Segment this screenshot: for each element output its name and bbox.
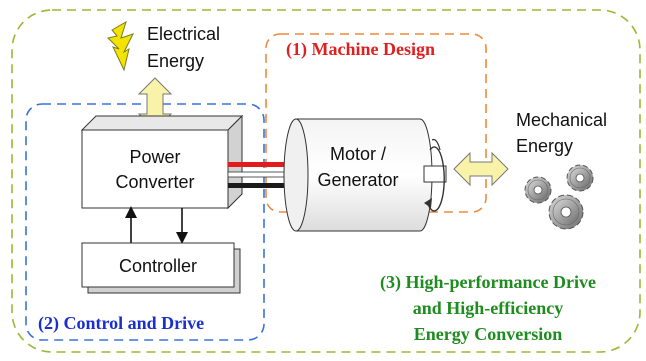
power-converter-label-line1: Power bbox=[129, 147, 180, 167]
high-performance-title-line2: and High-efficiency bbox=[413, 298, 564, 318]
motor-generator-label-line2: Generator bbox=[317, 170, 398, 190]
gears-icon bbox=[524, 164, 594, 230]
mechanical-energy-label-line2: Energy bbox=[516, 136, 573, 156]
rotation-arrow-icon bbox=[424, 138, 445, 212]
control-drive-region bbox=[25, 103, 265, 341]
power-converter-label-line2: Converter bbox=[115, 172, 194, 192]
power-converter-box bbox=[80, 114, 244, 210]
command-arrow-down bbox=[176, 208, 188, 244]
control-drive-title: (2) Control and Drive bbox=[38, 313, 204, 334]
lightning-bolt-icon bbox=[107, 20, 134, 72]
high-performance-title-line1: (3) High-performance Drive bbox=[380, 272, 596, 293]
electrical-energy-label-line1: Electrical bbox=[147, 24, 220, 44]
motor-generator-label-line1: Motor / bbox=[330, 144, 386, 164]
mechanical-energy-label-line1: Mechanical bbox=[516, 110, 607, 130]
electrical-energy-label-line2: Energy bbox=[147, 51, 204, 71]
mechanical-double-arrow bbox=[453, 151, 509, 187]
machine-design-title: (1) Machine Design bbox=[286, 39, 435, 60]
high-performance-title-line3: Energy Conversion bbox=[414, 324, 563, 344]
feedback-arrow-up bbox=[125, 206, 137, 243]
motor-generator-cylinder bbox=[283, 118, 447, 232]
high-performance-region bbox=[11, 9, 641, 353]
controller-box bbox=[81, 242, 241, 294]
controller-label: Controller bbox=[119, 256, 197, 276]
